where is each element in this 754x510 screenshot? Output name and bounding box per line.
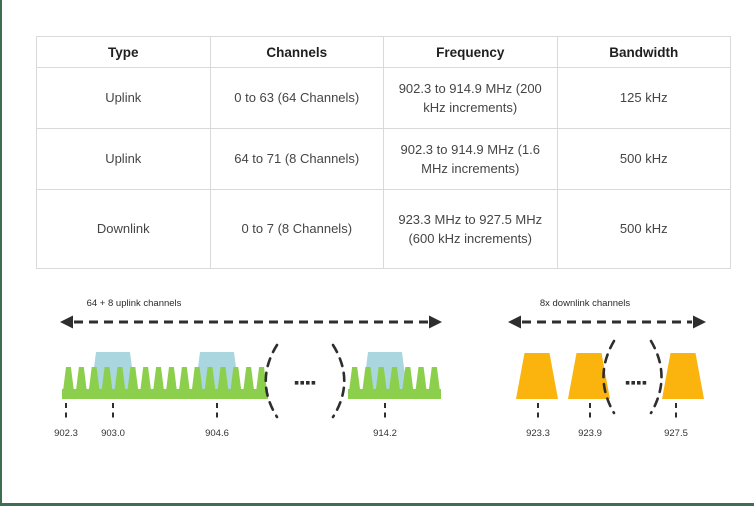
- arrowhead-right-icon: [693, 315, 706, 329]
- break-paren-open-icon: [602, 339, 616, 415]
- break-ellipsis-dot: [625, 381, 630, 385]
- frequency-diagram: 64 + 8 uplink channels 902.3 903.0 904.6 914…: [0, 285, 754, 455]
- table-row: Downlink 0 to 7 (8 Channels) 923.3 MHz t…: [36, 189, 731, 269]
- cell-bandwidth: 125 kHz: [556, 67, 731, 129]
- break-ellipsis-dot: [642, 381, 647, 385]
- table-header-row: Type Channels Frequency Bandwidth: [36, 36, 731, 68]
- col-header-frequency: Frequency: [383, 36, 558, 68]
- uplink-channel-baseline: [62, 389, 268, 399]
- frequency-tick-label: 923.3: [526, 428, 550, 439]
- break-ellipsis-dot: [294, 381, 299, 385]
- col-header-bandwidth: Bandwidth: [556, 36, 731, 68]
- break-ellipsis-dot: [631, 381, 635, 385]
- channel-plan-table: Type Channels Frequency Bandwidth Uplink…: [36, 36, 731, 269]
- downlink-500khz-channel: [568, 353, 610, 399]
- frequency-tick-label: 904.6: [205, 428, 229, 439]
- col-header-channels: Channels: [209, 36, 384, 68]
- break-paren-open-icon: [264, 343, 279, 419]
- downlink-channels-label: 8x downlink channels: [540, 298, 631, 309]
- table-row: Uplink 0 to 63 (64 Channels) 902.3 to 91…: [36, 67, 731, 129]
- cell-frequency: 902.3 to 914.9 MHz (1.6 MHz increments): [383, 128, 558, 190]
- cell-type: Uplink: [36, 128, 211, 190]
- col-header-type: Type: [36, 36, 211, 68]
- break-ellipsis-dot: [637, 381, 641, 385]
- cell-bandwidth: 500 kHz: [556, 189, 731, 269]
- frequency-tick-label: 902.3: [54, 428, 78, 439]
- cell-channels: 0 to 63 (64 Channels): [209, 67, 384, 129]
- frequency-tick-label: 923.9: [578, 428, 602, 439]
- arrowhead-left-icon: [60, 315, 73, 329]
- downlink-500khz-channel: [516, 353, 558, 399]
- break-paren-close-icon: [331, 343, 346, 419]
- frequency-tick-label: 903.0: [101, 428, 125, 439]
- arrowhead-left-icon: [508, 315, 521, 329]
- cell-type: Uplink: [36, 67, 211, 129]
- break-ellipsis-dot: [306, 381, 310, 385]
- frame-left-border: [0, 0, 2, 505]
- uplink-channels-label: 64 + 8 uplink channels: [87, 298, 182, 309]
- cell-frequency: 923.3 MHz to 927.5 MHz (600 kHz incremen…: [383, 189, 558, 269]
- cell-bandwidth: 500 kHz: [556, 128, 731, 190]
- break-paren-close-icon: [649, 339, 663, 415]
- frequency-tick-label: 927.5: [664, 428, 688, 439]
- break-ellipsis-dot: [300, 381, 304, 385]
- table-row: Uplink 64 to 71 (8 Channels) 902.3 to 91…: [36, 128, 731, 190]
- cell-frequency: 902.3 to 914.9 MHz (200 kHz increments): [383, 67, 558, 129]
- cell-channels: 0 to 7 (8 Channels): [209, 189, 384, 269]
- arrowhead-right-icon: [429, 315, 442, 329]
- break-ellipsis-dot: [311, 381, 316, 385]
- frequency-tick-label: 914.2: [373, 428, 397, 439]
- cell-channels: 64 to 71 (8 Channels): [209, 128, 384, 190]
- downlink-500khz-channel: [662, 353, 704, 399]
- frame-bottom-border: [0, 503, 754, 506]
- cell-type: Downlink: [36, 189, 211, 269]
- uplink-channel-baseline: [348, 389, 441, 399]
